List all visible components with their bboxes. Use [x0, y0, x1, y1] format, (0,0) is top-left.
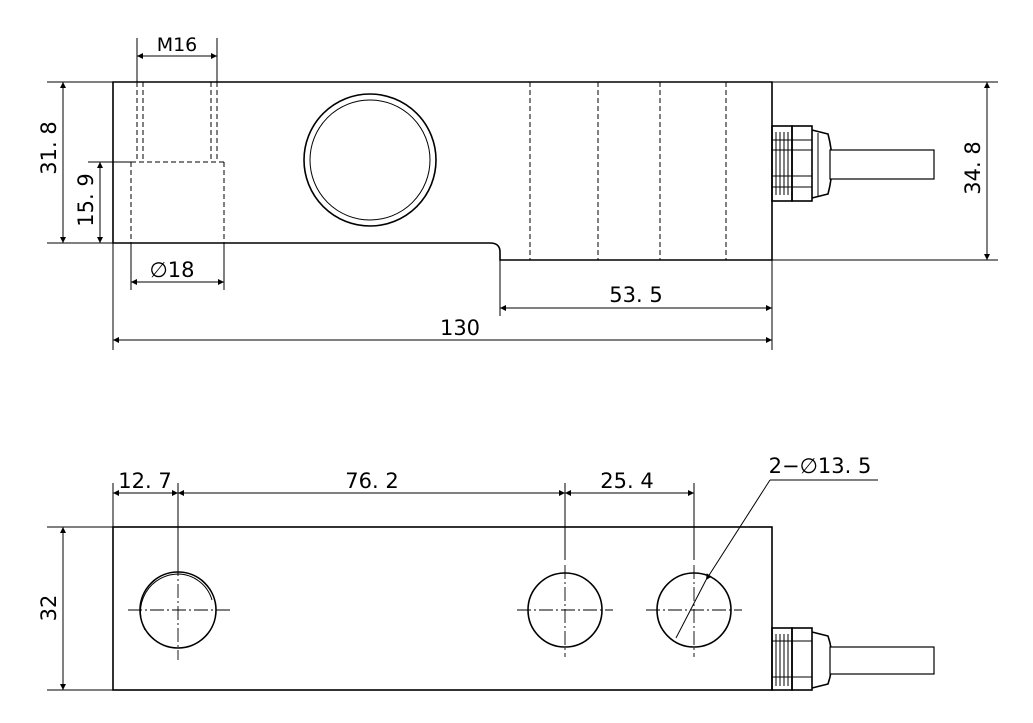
- hole-1: [128, 562, 230, 660]
- gauge-pocket-outer: [303, 93, 437, 227]
- side-body-outline: [112, 81, 773, 261]
- bottom-cable-gland: [771, 627, 935, 691]
- dim-step-label: 15. 9: [74, 173, 98, 226]
- dim-pitch-label: 76. 2: [345, 469, 398, 493]
- side-cable-gland: [771, 125, 935, 202]
- hidden-section-lines: [529, 82, 727, 260]
- dim-width-label: 32: [37, 595, 61, 622]
- dim-thread-label: M16: [157, 34, 198, 56]
- dim-height-right-label: 34. 8: [961, 141, 985, 194]
- hole-2: [517, 565, 613, 657]
- dim-length-label: 130: [440, 316, 480, 340]
- thread-hole-hidden-lines: [130, 82, 225, 243]
- bottom-body-outline: [112, 526, 773, 691]
- dim-height-left-label: 31. 8: [37, 121, 61, 174]
- hole-3: [646, 565, 742, 657]
- bottom-view: 12. 7 76. 2 25. 4 2−∅13. 5 32: [37, 454, 935, 691]
- gauge-pocket-inner: [309, 99, 431, 221]
- dim-span-label: 53. 5: [609, 283, 662, 307]
- side-view: M16 31. 8 15. 9 ∅18 53. 5 130 34. 8: [37, 34, 998, 350]
- dim-edge-label: 12. 7: [118, 469, 171, 493]
- dim-holes-label: 2−∅13. 5: [769, 454, 872, 478]
- dim-bore-label: ∅18: [149, 258, 194, 282]
- dim-hole-gap-label: 25. 4: [600, 469, 653, 493]
